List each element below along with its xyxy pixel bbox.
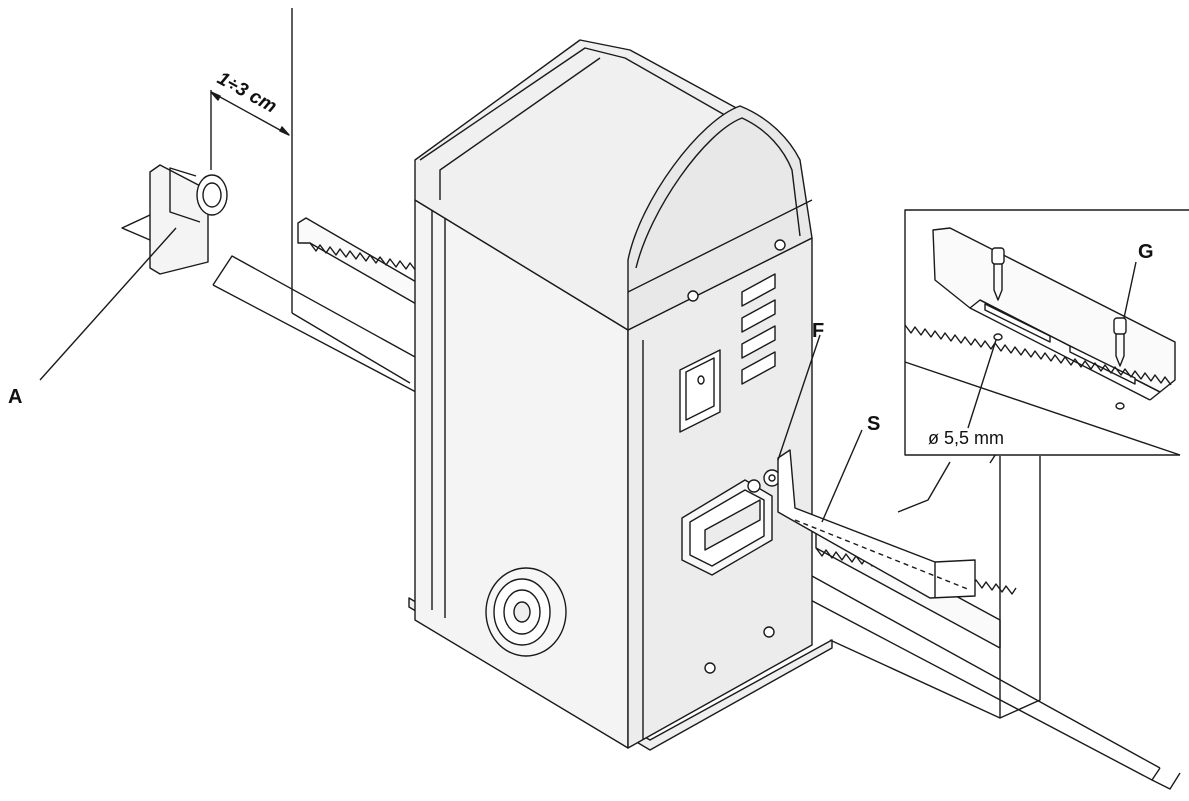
- release-knob: [485, 567, 567, 657]
- ventilation-slots: [741, 273, 776, 385]
- gate-post: [291, 8, 411, 384]
- label-s: S: [867, 413, 880, 435]
- label-f: F: [812, 320, 824, 342]
- label-dimension: 1÷3 cm: [214, 68, 281, 118]
- limit-switch-box: [681, 469, 781, 576]
- gate-leaf: [829, 456, 1041, 719]
- motor-body: [408, 39, 833, 751]
- label-a: A: [8, 386, 22, 408]
- detail-inset: [904, 209, 1189, 456]
- detail-pointer: [897, 461, 951, 513]
- mechanical-stop: [39, 164, 228, 381]
- label-g: G: [1138, 241, 1154, 263]
- screw-right: [1113, 317, 1127, 367]
- f-leader: [777, 334, 821, 461]
- limit-switch-plate: [777, 429, 976, 599]
- label-hole-diameter: ø 5,5 mm: [928, 428, 1004, 448]
- switch-panel: [679, 349, 721, 433]
- dimension-line: [210, 90, 290, 170]
- screw-left: [991, 247, 1005, 301]
